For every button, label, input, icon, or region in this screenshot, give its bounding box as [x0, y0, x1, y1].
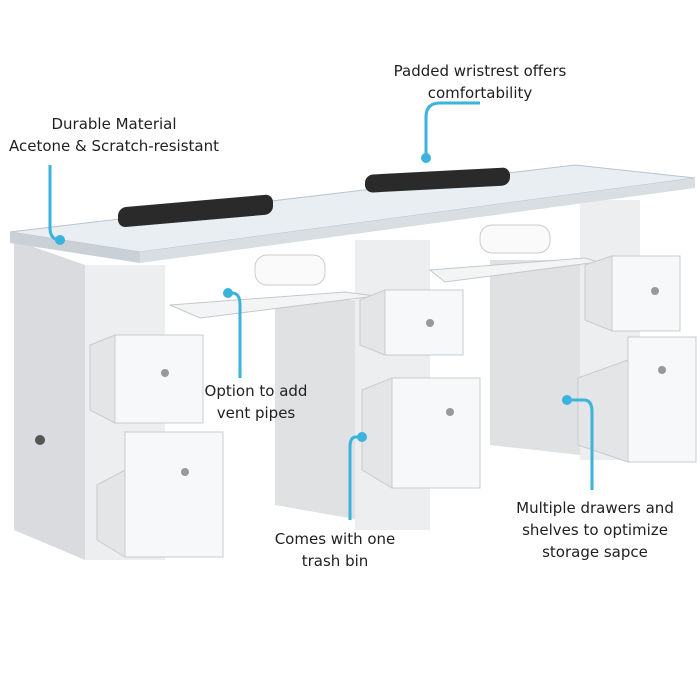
callout-drawers: Multiple drawers and shelves to optimize…: [510, 497, 680, 563]
callout-text: Multiple drawers and: [516, 499, 674, 517]
callout-text: vent pipes: [216, 404, 296, 422]
callout-text: trash bin: [301, 552, 369, 570]
callout-dots: [55, 153, 572, 442]
callout-text: storage sapce: [542, 543, 648, 561]
middle-pedestal: [275, 300, 360, 520]
callout-text: Padded wristrest offers: [393, 62, 567, 80]
callout-text: Durable Material: [51, 115, 177, 133]
callout-text: comfortability: [427, 84, 533, 102]
callout-text: shelves to optimize: [522, 521, 668, 539]
drawers: [114, 255, 697, 558]
callout-trash: Comes with one trash bin: [270, 528, 400, 572]
callout-vent: Option to add vent pipes: [190, 380, 322, 424]
callout-text: Acetone & Scratch-resistant: [9, 137, 219, 155]
callout-text: Comes with one: [274, 530, 396, 548]
left-wristrest: [118, 194, 273, 228]
callout-wristrest: Padded wristrest offers comfortability: [380, 60, 580, 104]
right-pedestal: [490, 260, 580, 455]
right-wristrest: [365, 167, 510, 193]
left-cabinet: [14, 240, 85, 560]
callout-material: Durable Material Acetone & Scratch-resis…: [0, 113, 228, 157]
callout-text: Option to add: [204, 382, 308, 400]
